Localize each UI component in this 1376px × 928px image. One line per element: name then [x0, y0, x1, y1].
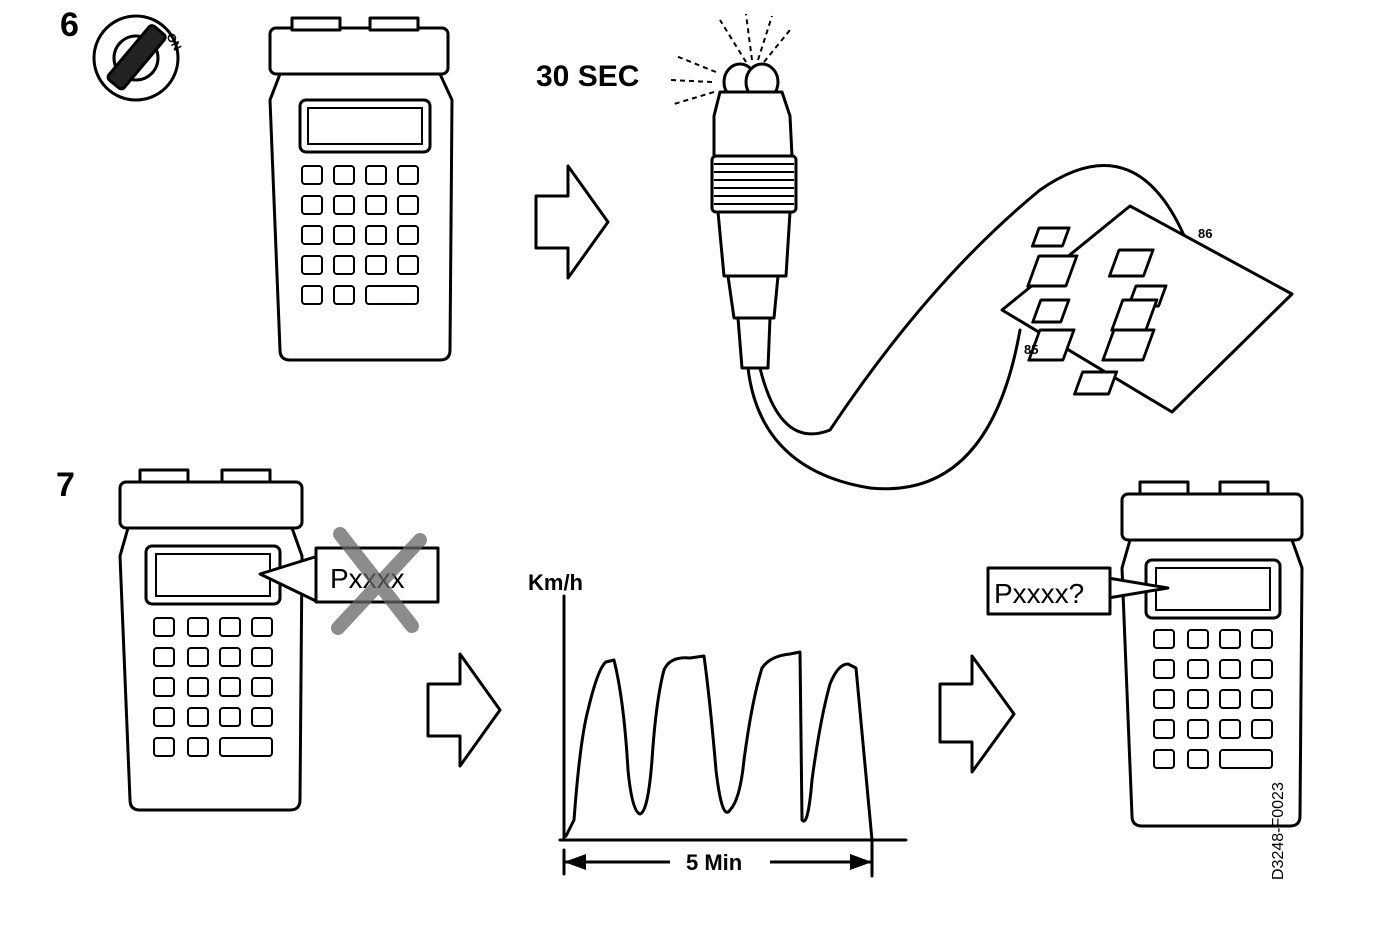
diagnostic-tester-step7-left: Pxxxx — [118, 468, 440, 812]
jumper-lead-icon — [669, 13, 1192, 491]
speed-curve — [564, 650, 874, 842]
cross-out-icon — [331, 527, 427, 635]
arrow-right-icon — [938, 654, 1016, 774]
relay-pin-86-label: 86 — [1198, 226, 1212, 241]
speed-graph — [558, 594, 908, 878]
arrow-right-icon — [534, 164, 610, 280]
ignition-key-icon: ON — [92, 14, 185, 102]
new-fault-code: Pxxxx? — [994, 578, 1084, 609]
diagnostic-tester-step6 — [268, 16, 454, 362]
graph-duration-label: 5 Min — [686, 850, 743, 875]
step-7-number: 7 — [56, 466, 75, 504]
graph-y-axis-label: Km/h — [528, 570, 583, 595]
tester-keypad — [301, 165, 419, 305]
ignition-on-label: ON — [163, 31, 184, 54]
timer-label: 30 SEC — [536, 60, 640, 93]
step-6-number: 6 — [60, 6, 79, 44]
figure-id: D3248-F0023 — [1270, 782, 1287, 880]
diagnostic-tester-step7-right: Pxxxx? — [986, 480, 1304, 828]
relay-pin-85-label: 85 — [1024, 342, 1038, 357]
relay-socket-icon: 86 85 — [1000, 204, 1294, 414]
arrow-right-icon — [426, 652, 502, 768]
